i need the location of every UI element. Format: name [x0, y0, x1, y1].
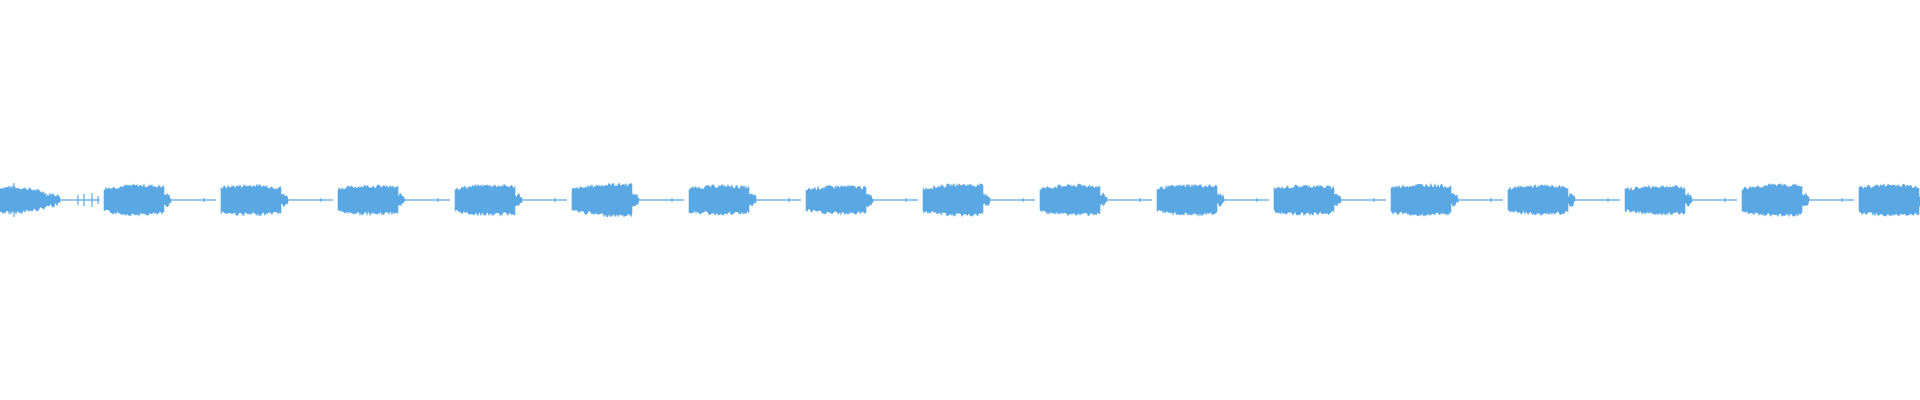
- waveform-block: [1390, 182, 1452, 217]
- waveform-intro-tail: [45, 192, 61, 208]
- waveform-block: [337, 184, 399, 217]
- waveform-block: [1624, 184, 1686, 216]
- waveform-block: [805, 184, 867, 216]
- waveform-block: [103, 183, 165, 218]
- waveform-block: [922, 182, 984, 218]
- waveform-intro-block: [0, 185, 47, 215]
- waveform-block: [1156, 183, 1218, 217]
- waveform-block: [1507, 184, 1569, 216]
- waveform-block: [220, 183, 282, 217]
- waveform-block: [454, 183, 516, 217]
- waveform-block: [1741, 182, 1803, 218]
- waveform-block: [688, 184, 750, 216]
- waveform-block: [571, 182, 633, 218]
- waveform-block: [1039, 183, 1101, 217]
- waveform-block: [1273, 184, 1335, 217]
- waveform-block: [1858, 183, 1920, 217]
